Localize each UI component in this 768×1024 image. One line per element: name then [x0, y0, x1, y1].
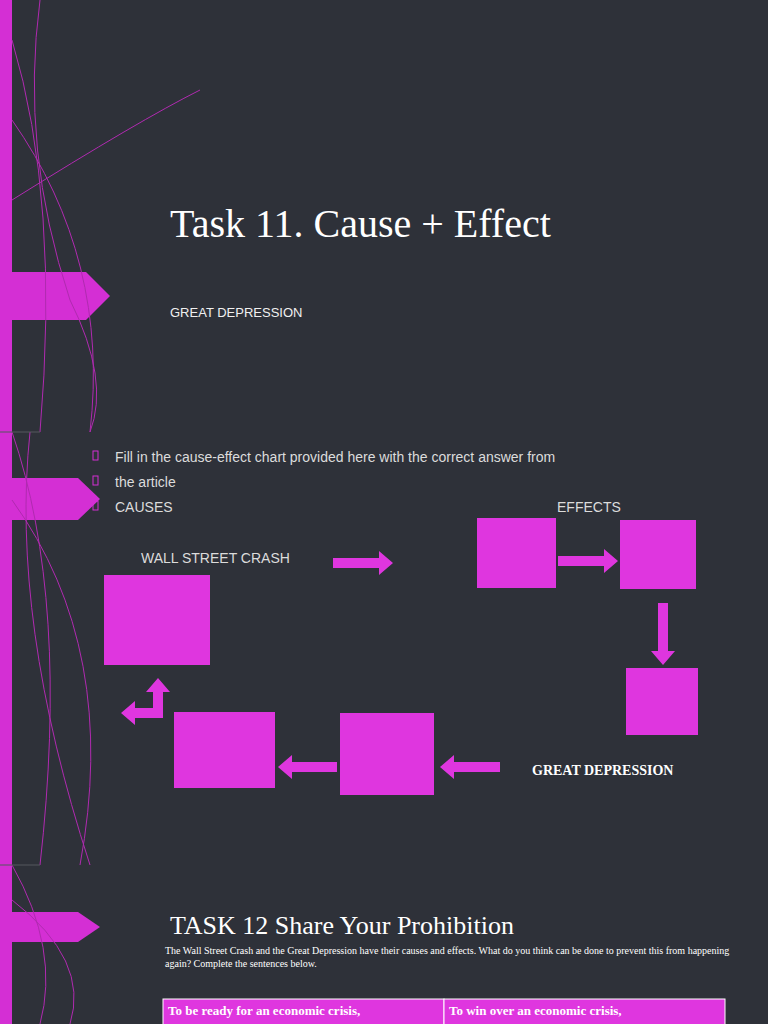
- decor-curves: [12, 0, 200, 1024]
- chart-label: WALL STREET CRASH: [141, 550, 290, 566]
- column-heading: EFFECTS: [557, 499, 621, 515]
- instruction-paragraph: The Wall Street Crash and the Great Depr…: [165, 944, 740, 970]
- table-header-cell: To be ready for an economic crisis,: [168, 1003, 360, 1019]
- block-arrow: [121, 549, 675, 779]
- slide-title: Task 11. Cause + Effect: [170, 200, 551, 247]
- section-title: TASK 12 Share Your Prohibition: [170, 911, 514, 941]
- table-header: [163, 999, 725, 1024]
- chart-label: GREAT DEPRESSION: [532, 763, 673, 779]
- empty-chart-box: [104, 518, 698, 795]
- bullet-text: the article: [115, 474, 176, 490]
- left-strip: [0, 0, 110, 1024]
- table-header-cell: To win over an economic crisis,: [449, 1003, 622, 1019]
- bullet-text: Fill in the cause-effect chart provided …: [115, 449, 555, 465]
- bullet-marks: [93, 451, 98, 510]
- separator-lines: [0, 432, 40, 865]
- bullet-text: CAUSES: [115, 499, 173, 515]
- subtitle: GREAT DEPRESSION: [170, 305, 302, 320]
